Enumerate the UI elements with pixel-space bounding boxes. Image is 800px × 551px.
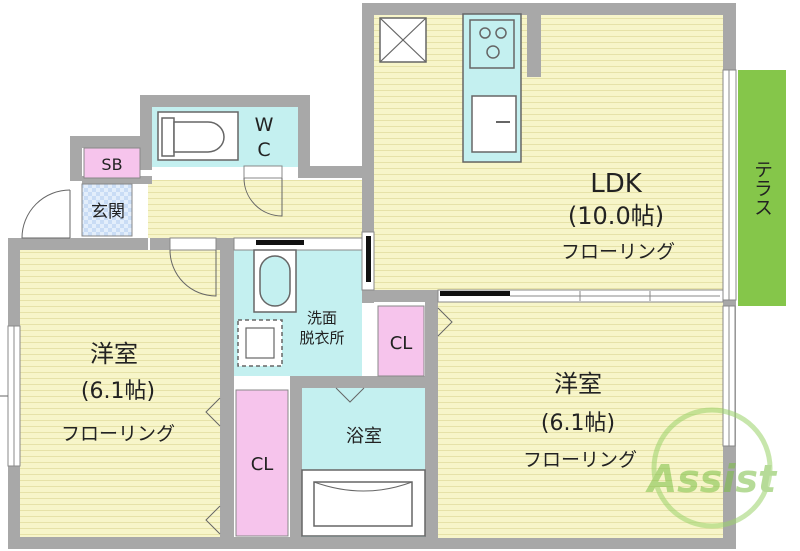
bathtub-icon <box>301 469 426 537</box>
western-room-2-size: (6.1帖) <box>541 411 615 436</box>
svg-text:Assist: Assist <box>645 457 778 501</box>
western-room-1-floor-type: フローリング <box>61 423 175 445</box>
terrace-label: テラス <box>751 160 773 217</box>
closet-lower <box>235 389 289 537</box>
washbasin-icon <box>253 249 297 313</box>
ldk-floor-type: フローリング <box>561 241 675 263</box>
western-room-2-name: 洋室 <box>554 370 602 398</box>
wc-label-w: W <box>255 114 274 136</box>
shoe-box <box>83 147 141 179</box>
western-room-1-size: (6.1帖) <box>81 379 155 404</box>
ldk-floor <box>374 15 723 290</box>
western-room-1-floor <box>20 250 220 537</box>
entrance-label: 玄関 <box>91 202 125 222</box>
assist-logo: Assist <box>645 407 778 529</box>
toilet-icon <box>161 117 225 157</box>
bath-label: 浴室 <box>346 426 382 447</box>
wc-label-c: C <box>257 139 270 161</box>
washroom-label-1: 洗面 <box>307 309 337 327</box>
shoe-box-label: SB <box>101 155 122 174</box>
hallway-floor <box>148 180 362 238</box>
closet-upper-label: CL <box>390 333 413 354</box>
washing-machine-icon <box>237 319 283 367</box>
entrance-floor <box>81 183 133 237</box>
western-room-1-name: 洋室 <box>90 340 138 368</box>
western-room-2-floor-type: フローリング <box>523 449 637 471</box>
sink-icon <box>471 95 517 153</box>
ldk-size: (10.0帖) <box>568 202 664 230</box>
ldk-name: LDK <box>590 169 643 199</box>
fridge-space-icon <box>379 17 427 63</box>
washroom-label-2: 脱衣所 <box>299 329 344 347</box>
kitchen-counter <box>462 13 522 163</box>
closet-lower-label: CL <box>251 454 274 475</box>
terrace-area <box>738 70 786 306</box>
closet-upper <box>377 305 425 377</box>
stove-icon <box>469 19 515 69</box>
